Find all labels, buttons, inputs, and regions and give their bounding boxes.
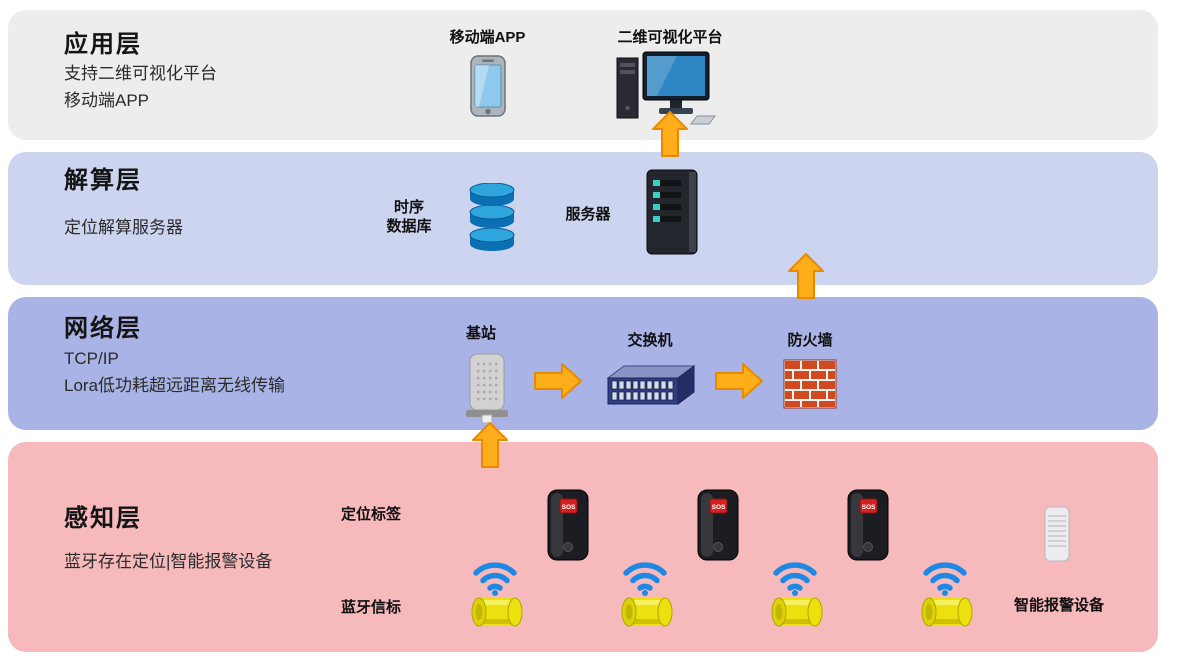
- desktop-computer-icon: [615, 50, 717, 126]
- beacon-cylinder-icon: [619, 594, 673, 630]
- perception-layer-panel: 感知层 蓝牙存在定位|智能报警设备 定位标签 SOS SOS: [8, 442, 1158, 652]
- sos-text: SOS: [862, 504, 876, 511]
- perception-layer-subtitle: 蓝牙存在定位|智能报警设备: [64, 548, 272, 575]
- beacon-cylinder-icon: [919, 594, 973, 630]
- mobile-app-label: 移动端APP: [449, 29, 526, 46]
- database-label-line1: 时序: [393, 199, 424, 216]
- server-label: 服务器: [565, 206, 611, 223]
- beacon-cylinder-icon: [769, 594, 823, 630]
- wifi-signal-icon: [473, 560, 517, 596]
- database-label: 时序 数据库: [377, 198, 441, 236]
- bluetooth-beacon-label: 蓝牙信标: [340, 599, 401, 616]
- application-layer-subtitle: 支持二维可视化平台 移动端APP: [64, 60, 217, 114]
- network-layer-panel: 网络层 TCP/IP Lora低功耗超远距离无线传输 基站 交换机: [8, 297, 1158, 430]
- wifi-signal-icon: [623, 560, 667, 596]
- database-label-line2: 数据库: [386, 218, 432, 235]
- wifi-signal-icon: [923, 560, 967, 596]
- switch-label: 交换机: [627, 332, 673, 349]
- positioning-tag-icon: SOS: [695, 488, 741, 562]
- alarm-device-icon: [1042, 505, 1072, 563]
- right-arrow-switch-to-firewall: [715, 363, 763, 399]
- computing-subtitle-line1: 定位解算服务器: [64, 218, 183, 237]
- application-subtitle-line1: 支持二维可视化平台: [64, 64, 217, 83]
- network-subtitle-line2: Lora低功耗超远距离无线传输: [64, 376, 286, 395]
- application-layer-title: 应用层: [64, 31, 142, 58]
- network-switch-icon: [606, 362, 696, 410]
- right-arrow-base-station-to-switch: [534, 363, 582, 399]
- network-subtitle-line1: TCP/IP: [64, 349, 119, 368]
- positioning-tag-icon: SOS: [845, 488, 891, 562]
- wifi-signal-icon: [773, 560, 817, 596]
- positioning-tag-label: 定位标签: [340, 506, 401, 523]
- sos-text: SOS: [562, 504, 576, 511]
- network-layer-subtitle: TCP/IP Lora低功耗超远距离无线传输: [64, 345, 285, 399]
- base-station-icon: [463, 352, 511, 424]
- up-arrow-firewall-to-server: [788, 253, 824, 299]
- positioning-tag-icon: SOS: [545, 488, 591, 562]
- network-layer-title: 网络层: [64, 315, 142, 342]
- application-layer-panel: 应用层 支持二维可视化平台 移动端APP 移动端APP 二维可视化平台: [8, 10, 1158, 140]
- computing-layer-title: 解算层: [64, 167, 142, 194]
- up-arrow-server-to-platform: [652, 111, 688, 157]
- server-icon: [644, 168, 700, 256]
- perception-layer-title: 感知层: [64, 505, 142, 532]
- base-station-label: 基站: [465, 325, 496, 342]
- sos-text: SOS: [712, 504, 726, 511]
- beacon-cylinder-icon: [469, 594, 523, 630]
- computing-layer-panel: 解算层 定位解算服务器 时序 数据库: [8, 152, 1158, 285]
- up-arrow-beacons-to-base-station: [472, 422, 508, 468]
- computing-layer-subtitle: 定位解算服务器: [64, 214, 183, 241]
- perception-subtitle-line1: 蓝牙存在定位|智能报警设备: [64, 552, 273, 571]
- firewall-label: 防火墙: [787, 332, 833, 349]
- application-subtitle-line2: 移动端APP: [64, 91, 150, 110]
- smartphone-icon: [468, 55, 508, 117]
- firewall-icon: [783, 359, 837, 409]
- visual-platform-label: 二维可视化平台: [617, 29, 723, 46]
- alarm-device-label: 智能报警设备: [1013, 597, 1104, 614]
- database-icon: [468, 182, 516, 253]
